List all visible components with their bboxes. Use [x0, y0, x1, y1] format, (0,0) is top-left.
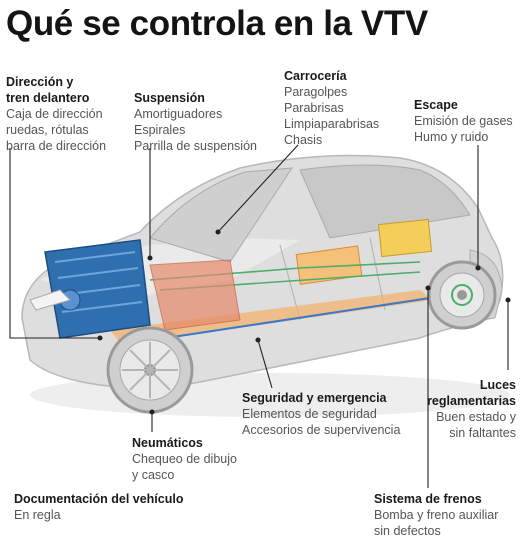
- rear-brake-disc: [451, 284, 473, 306]
- neumaticos-item: Chequeo de dibujo: [132, 452, 237, 466]
- leader-seguridad: [257, 339, 273, 389]
- direccion-item: barra de dirección: [6, 139, 107, 153]
- direccion-item: ruedas, rótulas: [6, 123, 89, 137]
- seguridad-heading: Seguridad y emergencia: [242, 391, 387, 405]
- neumaticos-item: y casco: [132, 468, 175, 482]
- label-documentacion: Documentación del vehículo En regla: [14, 491, 183, 523]
- direccion-heading-2: tren delantero: [6, 91, 90, 105]
- escape-heading: Escape: [414, 98, 458, 112]
- frenos-heading: Sistema de frenos: [374, 492, 482, 506]
- luces-heading-1: Luces: [479, 378, 516, 392]
- direccion-item: Caja de dirección: [6, 107, 103, 121]
- luces-item: sin faltantes: [449, 426, 516, 440]
- transmission: [149, 259, 241, 331]
- suspension-item: Amortiguadores: [134, 107, 223, 121]
- documentacion-item: En regla: [14, 508, 61, 522]
- suspension-item: Espirales: [134, 123, 186, 137]
- chassis-frame: [110, 290, 432, 345]
- luces-item: Buen estado y: [436, 410, 516, 424]
- seguridad-item: Elementos de seguridad: [242, 407, 377, 421]
- carroceria-item: Chasis: [284, 133, 323, 147]
- label-neumaticos: Neumáticos Chequeo de dibujo y casco: [132, 435, 237, 483]
- frenos-item: Bomba y freno auxiliar: [374, 508, 499, 522]
- direccion-heading-1: Dirección y: [6, 75, 74, 89]
- leader-lines: [9, 144, 511, 488]
- documentacion-heading: Documentación del vehículo: [14, 492, 184, 506]
- luces-heading-2: reglamentarias: [427, 394, 516, 408]
- front-wheel: [106, 326, 194, 414]
- rear-box: [377, 218, 433, 258]
- car-windshield: [149, 167, 293, 263]
- label-luces: Luces reglamentarias Buen estado y sin f…: [427, 377, 516, 441]
- seguridad-item: Accesorios de supervivencia: [242, 423, 401, 437]
- label-suspension: Suspensión Amortiguadores Espirales Parr…: [134, 90, 257, 154]
- engine-block: [44, 239, 151, 339]
- label-escape: Escape Emisión de gases Humo y ruido: [414, 97, 513, 145]
- page-title: Qué se controla en la VTV: [6, 4, 428, 43]
- label-frenos: Sistema de frenos Bomba y freno auxiliar…: [374, 491, 498, 539]
- leader-carroceria: [217, 144, 299, 233]
- label-direccion: Dirección y tren delantero Caja de direc…: [6, 74, 106, 154]
- carroceria-heading: Carrocería: [284, 69, 347, 83]
- frenos-item: sin defectos: [374, 524, 441, 538]
- suspension-item: Parrilla de suspensión: [134, 139, 257, 153]
- battery-pack: [295, 245, 363, 285]
- leader-direccion: [9, 148, 100, 339]
- engine-detail: [54, 251, 143, 313]
- headlight: [29, 289, 71, 311]
- neumaticos-heading: Neumáticos: [132, 436, 203, 450]
- escape-item: Emisión de gases: [414, 114, 513, 128]
- carroceria-item: Paragolpes: [284, 85, 348, 99]
- label-carroceria: Carrocería Paragolpes Parabrisas Limpiap…: [284, 68, 379, 148]
- suspension-heading: Suspensión: [134, 91, 205, 105]
- carroceria-item: Parabrisas: [284, 101, 344, 115]
- label-seguridad: Seguridad y emergencia Elementos de segu…: [242, 390, 400, 438]
- escape-item: Humo y ruido: [414, 130, 489, 144]
- carroceria-item: Limpiaparabrisas: [284, 117, 380, 131]
- rear-wheel: [427, 260, 497, 330]
